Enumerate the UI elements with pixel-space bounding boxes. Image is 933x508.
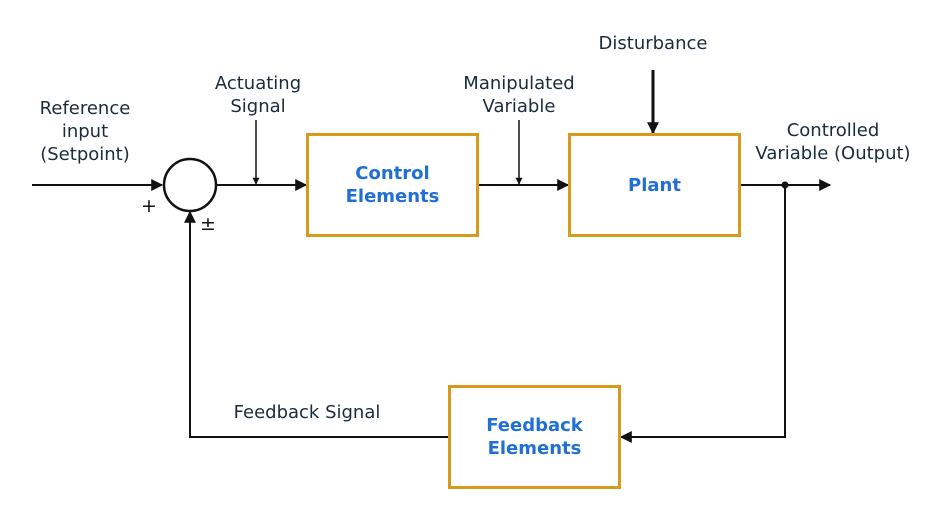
manipulated-variable-line1: Manipulated <box>463 73 575 94</box>
controlled-variable-line2: Variable (Output) <box>755 143 911 164</box>
actuating-signal-line1: Actuating <box>214 73 302 94</box>
feedback-signal-label: Feedback Signal <box>233 402 381 423</box>
feedback-elements-label-line1: Feedback <box>486 415 583 436</box>
feedback-path-line <box>619 185 786 443</box>
feedback-elements-block: Feedback Elements <box>448 385 621 489</box>
feedback-signal-line <box>184 210 448 438</box>
actuating-signal-label: Actuating Signal <box>193 72 323 118</box>
controlled-variable-label: Controlled Variable (Output) <box>738 119 928 165</box>
controlled-variable-line1: Controlled <box>786 120 880 141</box>
summing-junction <box>162 157 218 213</box>
reference-input-line3: (Setpoint) <box>40 144 130 165</box>
control-elements-label-line2: Elements <box>345 186 440 207</box>
actuating-signal-line2: Signal <box>230 96 286 117</box>
control-elements-label-line1: Control <box>355 163 430 184</box>
manipulated-variable-line2: Variable <box>482 96 556 117</box>
plant-block: Plant <box>568 133 741 237</box>
reference-input-line1: Reference <box>39 98 131 119</box>
reference-input-label: Reference input (Setpoint) <box>20 97 150 166</box>
feedback-plus-minus-sign: ± <box>200 213 216 235</box>
reference-input-line2: input <box>61 121 109 142</box>
control-elements-block: Control Elements <box>306 133 479 237</box>
control-elements-label: Control Elements <box>346 162 440 208</box>
disturbance-label: Disturbance <box>598 33 708 54</box>
feedback-elements-label-line2: Elements <box>487 438 582 459</box>
reference-plus-sign: + <box>141 195 157 217</box>
plant-label: Plant <box>628 174 681 196</box>
manipulated-variable-label: Manipulated Variable <box>444 72 594 118</box>
feedback-elements-label: Feedback Elements <box>486 414 583 460</box>
